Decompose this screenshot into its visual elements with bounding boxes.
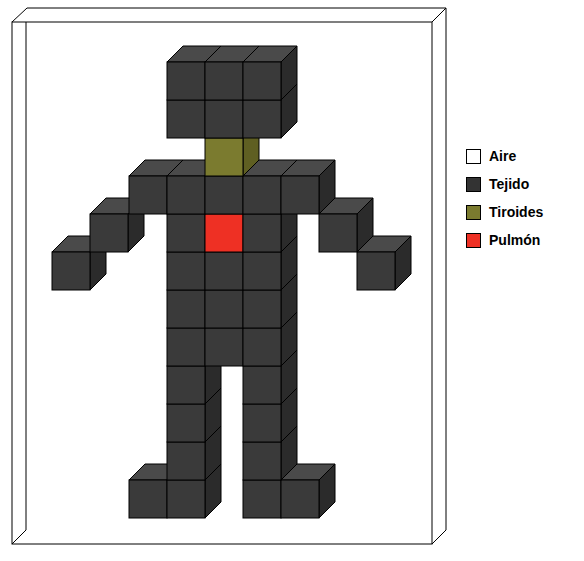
legend-swatch — [466, 205, 481, 220]
legend-item: Pulmón — [466, 226, 543, 254]
voxel — [281, 160, 335, 214]
legend-swatch — [466, 149, 481, 164]
legend-swatch — [466, 177, 481, 192]
legend-label: Aire — [489, 148, 516, 164]
legend-label: Tiroides — [489, 204, 543, 220]
voxel — [243, 46, 297, 100]
legend-label: Tejido — [489, 176, 529, 192]
voxel-body — [52, 46, 411, 518]
legend-swatch — [466, 233, 481, 248]
legend-label: Pulmón — [489, 232, 540, 248]
legend: AireTejidoTiroidesPulmón — [466, 142, 543, 254]
legend-item: Tiroides — [466, 198, 543, 226]
legend-item: Aire — [466, 142, 543, 170]
legend-item: Tejido — [466, 170, 543, 198]
air-volume — [12, 8, 446, 544]
